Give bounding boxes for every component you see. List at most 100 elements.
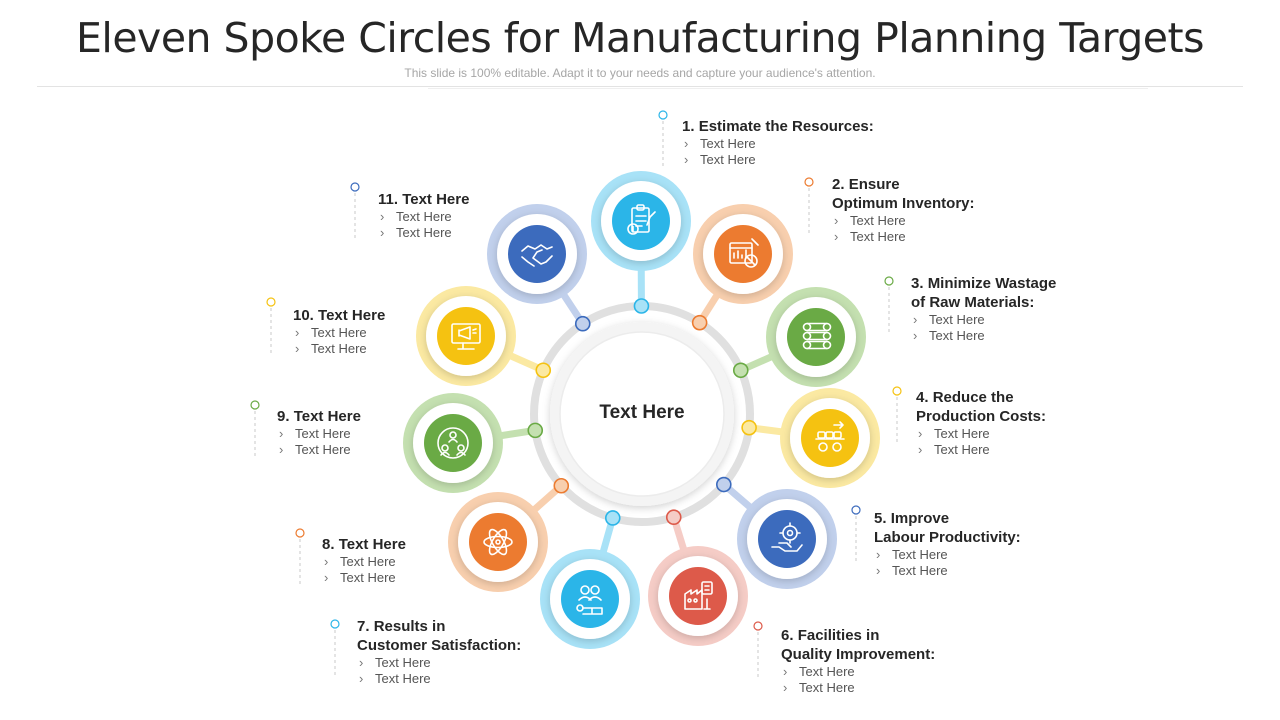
title-divider <box>37 86 1243 87</box>
atom-icon <box>483 528 513 556</box>
spoke-label-number: 11. <box>378 191 403 208</box>
label-marker-dot <box>851 505 861 515</box>
spoke-label-number: 7. <box>357 618 374 635</box>
spoke-label-11: 11. Text HereText HereText Here <box>378 190 469 241</box>
label-marker-dot <box>892 386 902 396</box>
spoke-label-heading-line: of Raw Materials: <box>911 294 1035 311</box>
spoke-junction-dot <box>553 477 570 494</box>
label-marker-dot <box>658 110 668 120</box>
spoke-label-heading: 9. Text Here <box>277 407 361 426</box>
spoke-junction-dot <box>535 362 552 379</box>
spoke-label-bullet: Text Here <box>322 570 406 586</box>
spoke-label-bullet: Text Here <box>781 680 935 696</box>
spoke-junction-dot <box>691 314 708 331</box>
hub-label: Text Here <box>599 402 685 423</box>
spoke-disc <box>669 567 727 625</box>
spoke-label-heading-line: Production Costs: <box>916 408 1046 425</box>
spoke-label-3: 3. Minimize Wastage of Raw Materials: Text… <box>911 274 1056 344</box>
label-marker-dot <box>804 177 814 187</box>
spoke-junction-dot <box>527 422 544 439</box>
spoke-label-bullet: Text Here <box>874 563 1021 579</box>
spoke-junction-dot <box>741 419 757 436</box>
spoke-label-heading: 6. Facilities in Quality Improvement: <box>781 626 935 664</box>
material-rolls-icon <box>802 322 832 350</box>
spoke-label-bullet: Text Here <box>781 664 935 680</box>
spoke-disc <box>469 513 527 571</box>
spoke-disc <box>424 414 482 472</box>
spoke-label-heading-line: Customer Satisfaction: <box>357 637 522 654</box>
spoke-label-number: 10. <box>293 307 319 324</box>
clipboard-money-icon <box>627 204 656 235</box>
spoke-disc <box>714 225 772 283</box>
spoke-label-bullet: Text Here <box>911 328 1056 344</box>
spoke-label-bullet: Text Here <box>874 547 1021 563</box>
spoke-label-heading-line: Text Here <box>338 536 406 553</box>
label-marker-dot <box>266 297 276 307</box>
spoke-label-bullet: Text Here <box>378 225 469 241</box>
spoke-label-bullet: Text Here <box>277 442 361 458</box>
spoke-label-heading-line: Text Here <box>318 307 386 324</box>
spoke-label-bullet: Text Here <box>378 209 469 225</box>
spoke-label-heading-line: Results in <box>373 618 446 635</box>
spoke-label-bullet: Text Here <box>832 213 975 229</box>
hand-gear-icon <box>771 522 803 552</box>
spoke-label-heading: 7. Results in Customer Satisfaction: <box>357 617 521 655</box>
label-marker-dot <box>884 276 894 286</box>
label-marker-dot <box>330 619 340 629</box>
spoke-disc <box>437 307 495 365</box>
spoke-junction-dot <box>732 362 749 379</box>
spoke-label-number: 4. <box>916 389 933 406</box>
spoke-junction-dot <box>665 509 682 526</box>
spoke-label-heading: 11. Text Here <box>378 190 469 209</box>
spoke-label-bullet: Text Here <box>682 152 874 168</box>
spoke-label-heading: 8. Text Here <box>322 535 406 554</box>
spoke-label-9: 9. Text HereText HereText Here <box>277 407 361 458</box>
spoke-label-bullet: Text Here <box>322 554 406 570</box>
spoke-label-heading-line: Facilities in <box>797 627 880 644</box>
slide-subtitle: This slide is 100% editable. Adapt it to… <box>404 66 876 80</box>
spoke-label-heading-line: Estimate the Resources: <box>698 118 874 135</box>
subtitle-divider <box>428 88 1148 89</box>
conveyor-gears-icon <box>815 421 845 452</box>
spoke-label-1: 1. Estimate the Resources:Text HereText … <box>682 117 874 168</box>
spoke-label-bullet: Text Here <box>293 325 385 341</box>
label-marker-dot <box>350 182 360 192</box>
spoke-label-bullet: Text Here <box>682 136 874 152</box>
spoke-label-bullet: Text Here <box>357 655 521 671</box>
spoke-label-bullet: Text Here <box>832 229 975 245</box>
spoke-label-number: 3. <box>911 275 928 292</box>
spoke-label-heading-line: Text Here <box>293 408 361 425</box>
spoke-disc <box>787 308 845 366</box>
spoke-label-number: 6. <box>781 627 798 644</box>
spoke-label-bullet: Text Here <box>293 341 385 357</box>
inventory-chart-icon <box>729 238 759 268</box>
label-marker-dot <box>753 621 763 631</box>
customer-feedback-icon <box>576 585 603 615</box>
spoke-label-heading-line: Improve <box>890 510 950 527</box>
spoke-label-number: 8. <box>322 536 339 553</box>
spoke-disc <box>508 225 566 283</box>
spoke-label-heading-line: Reduce the <box>932 389 1014 406</box>
spoke-label-heading: 10. Text Here <box>293 306 385 325</box>
spoke-junction-dot <box>574 315 591 332</box>
spoke-label-bullet: Text Here <box>916 426 1046 442</box>
spoke-junction-dot <box>633 298 650 314</box>
spoke-label-number: 1. <box>682 118 699 135</box>
spoke-junction-dot <box>604 510 621 526</box>
spoke-label-heading-line: Minimize Wastage <box>927 275 1057 292</box>
team-network-icon <box>437 427 469 459</box>
spoke-label-bullet: Text Here <box>357 671 521 687</box>
spoke-label-heading-line: Ensure <box>848 176 900 193</box>
handshake-icon <box>521 244 553 267</box>
spoke-label-heading-line: Quality Improvement: <box>781 646 936 663</box>
spoke-label-heading-line: Text Here <box>402 191 470 208</box>
